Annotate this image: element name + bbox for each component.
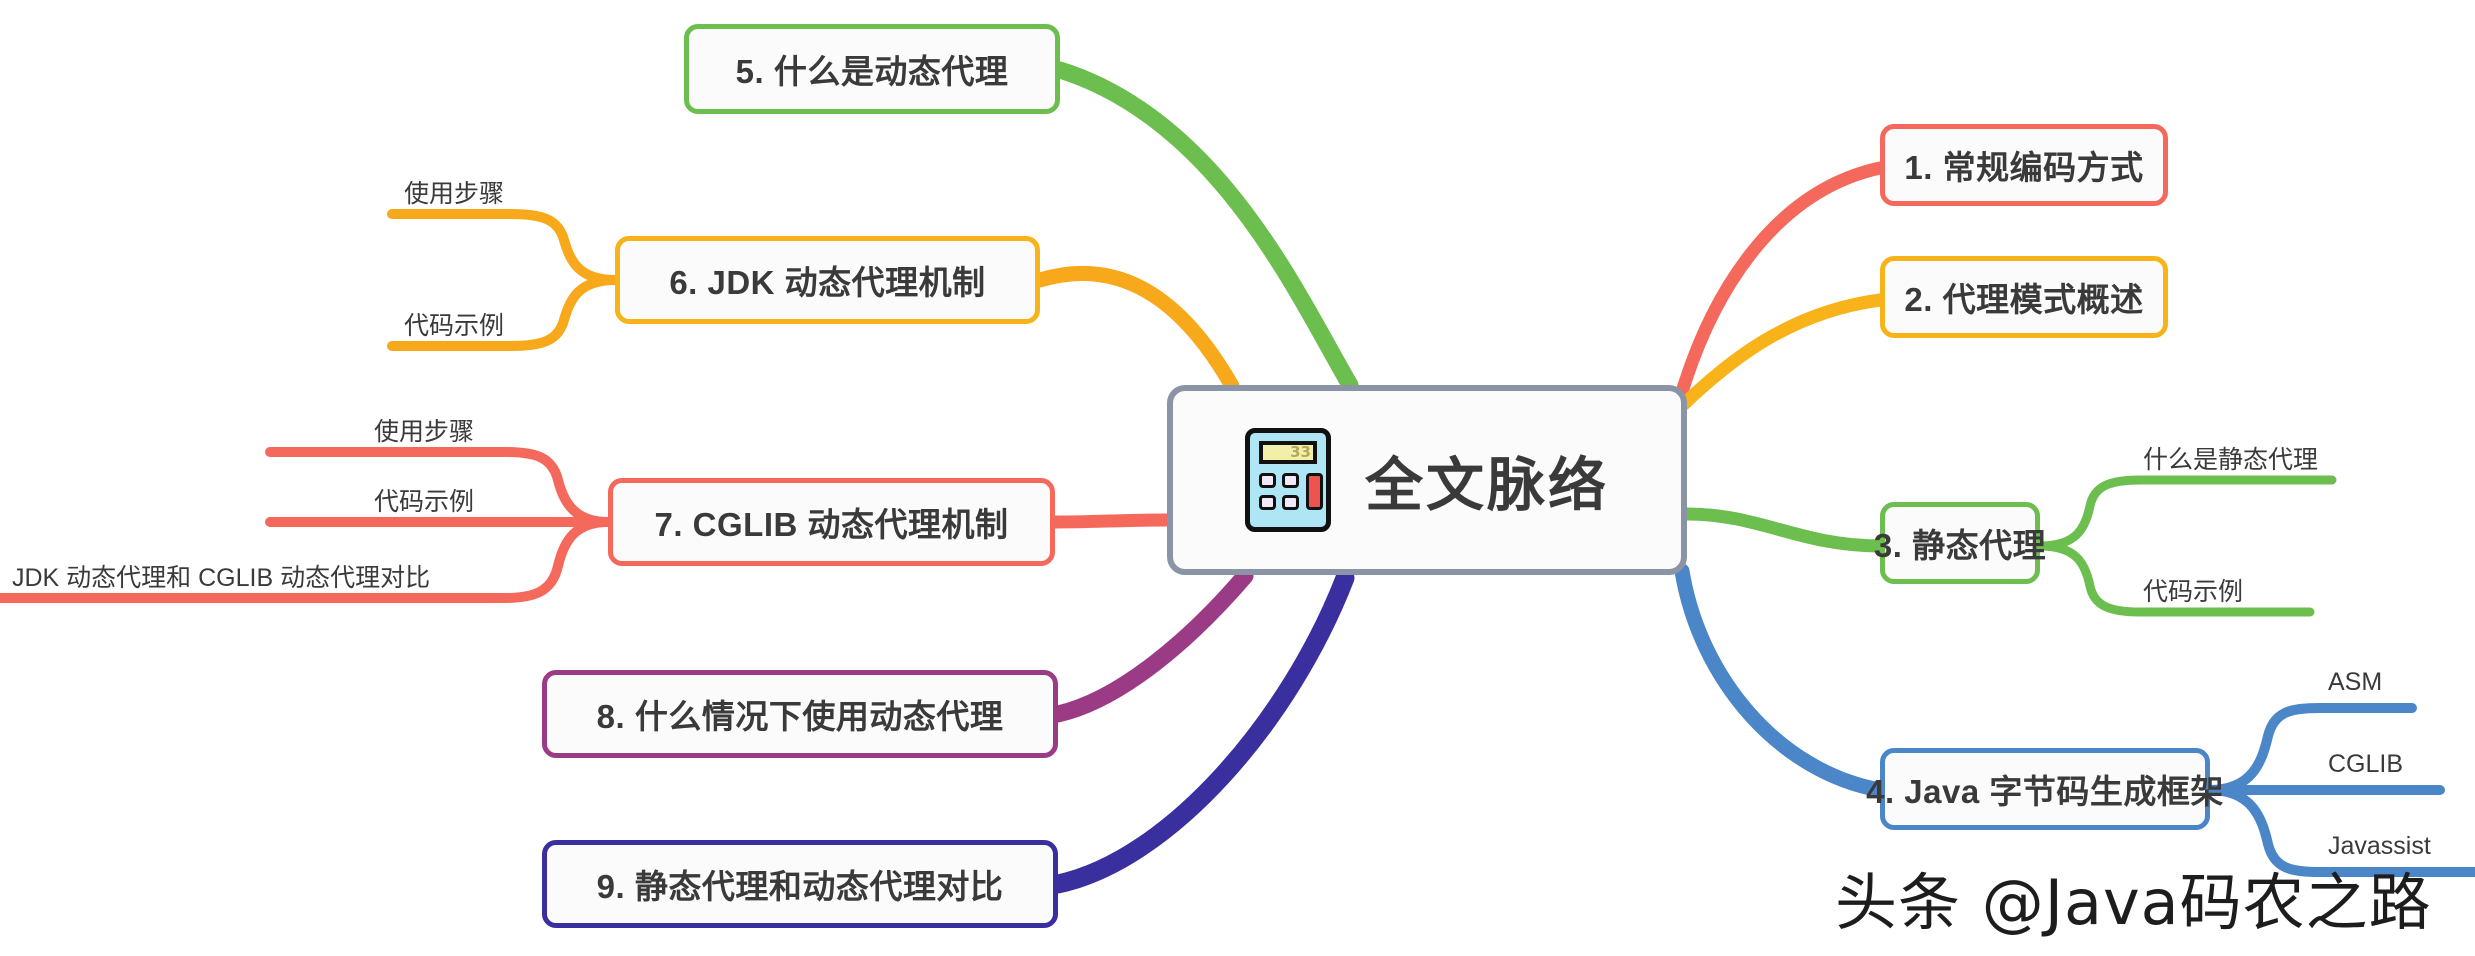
node-branch-2-label: 2. 代理模式概述 — [1904, 281, 2144, 318]
edge-to-branch-3 — [1680, 507, 1887, 553]
edge-to-branch-4 — [1674, 563, 1888, 798]
root-node[interactable]: 33 全文脉络 — [1167, 385, 1687, 575]
node-branch-5[interactable]: 5. 什么是动态代理 — [684, 24, 1060, 114]
calculator-button — [1281, 473, 1299, 488]
calculator-equals-button — [1305, 473, 1323, 510]
edge-to-branch-7 — [1048, 513, 1174, 529]
leaf-branch-6-child-1[interactable]: 代码示例 — [404, 312, 505, 340]
leaf-branch-6-child-0[interactable]: 使用步骤 — [404, 180, 505, 208]
node-branch-1-label: 1. 常规编码方式 — [1904, 149, 2144, 186]
calculator-icon: 33 — [1244, 428, 1331, 532]
edge-branch3-child0 — [2035, 475, 2337, 551]
node-branch-2[interactable]: 2. 代理模式概述 — [1880, 256, 2168, 338]
node-branch-3-label: 3. 静态代理 — [1873, 527, 2047, 564]
edge-to-branch-2 — [1677, 293, 1887, 411]
node-branch-4[interactable]: 4. Java 字节码生成框架 — [1866, 748, 2223, 830]
node-branch-6-label: 6. JDK 动态代理机制 — [669, 264, 986, 301]
calculator-button — [1258, 473, 1276, 488]
edge-branch6-child0 — [387, 209, 620, 285]
calculator-button — [1258, 495, 1276, 510]
node-branch-6[interactable]: 6. JDK 动态代理机制 — [615, 236, 1040, 324]
node-branch-5-label: 5. 什么是动态代理 — [735, 53, 1009, 90]
node-branch-7[interactable]: 7. CGLIB 动态代理机制 — [608, 478, 1055, 566]
calculator-display: 33 — [1258, 441, 1317, 464]
leaf-branch-3-child-0[interactable]: 什么是静态代理 — [2143, 446, 2319, 474]
edge-to-branch-9 — [1048, 568, 1355, 894]
node-branch-7-label: 7. CGLIB 动态代理机制 — [654, 506, 1009, 543]
edge-to-branch-5 — [1051, 61, 1359, 394]
node-branch-9[interactable]: 9. 静态代理和动态代理对比 — [542, 840, 1058, 928]
leaf-branch-7-child-1[interactable]: 代码示例 — [374, 488, 475, 516]
root-node-label: 全文脉络 — [1364, 453, 1609, 518]
node-branch-8-label: 8. 什么情况下使用动态代理 — [596, 698, 1004, 735]
leaf-branch-7-child-0[interactable]: 使用步骤 — [374, 418, 475, 446]
watermark-text: 头条 @Java码农之路 — [1835, 866, 2432, 939]
edge-to-branch-6 — [1032, 266, 1240, 394]
leaf-branch-3-child-1[interactable]: 代码示例 — [2143, 578, 2244, 606]
leaf-branch-4-child-1[interactable]: CGLIB — [2328, 750, 2404, 778]
node-branch-9-label: 9. 静态代理和动态代理对比 — [596, 868, 1004, 905]
edge-to-branch-8 — [1049, 567, 1254, 723]
leaf-branch-7-child-2[interactable]: JDK 动态代理和 CGLIB 动态代理对比 — [12, 564, 431, 592]
calculator-button — [1281, 495, 1299, 510]
edge-to-branch-1 — [1675, 161, 1887, 399]
node-branch-1[interactable]: 1. 常规编码方式 — [1880, 124, 2168, 206]
leaf-branch-4-child-0[interactable]: ASM — [2328, 668, 2383, 696]
node-branch-3[interactable]: 3. 静态代理 — [1874, 502, 2046, 584]
node-branch-8[interactable]: 8. 什么情况下使用动态代理 — [542, 670, 1058, 758]
node-branch-4-label: 4. Java 字节码生成框架 — [1866, 773, 2224, 810]
